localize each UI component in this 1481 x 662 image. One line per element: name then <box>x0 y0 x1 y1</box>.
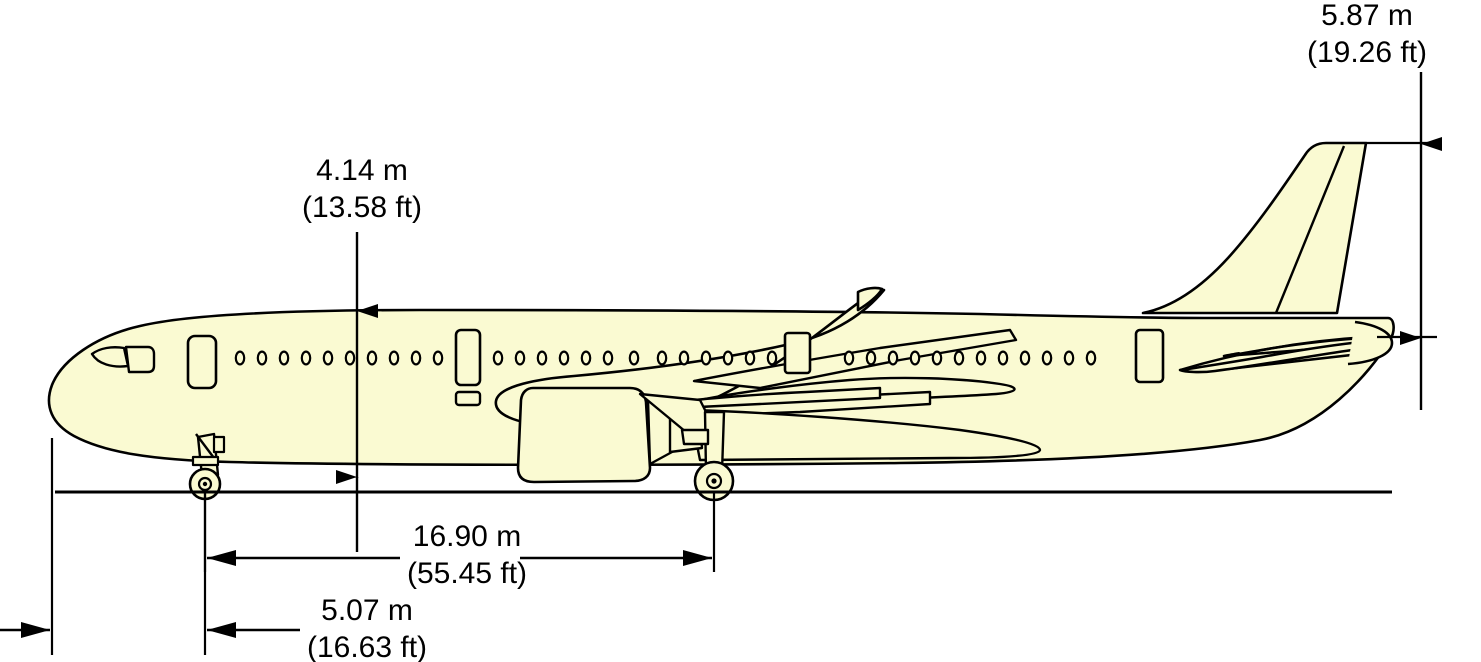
nose-gear-axle <box>202 481 208 487</box>
nose-gear-door <box>212 435 226 454</box>
cockpit-window-right <box>124 345 156 374</box>
forward-door <box>186 334 218 390</box>
passenger-windows <box>234 350 1097 366</box>
dimension-value-imperial: (16.63 ft) <box>306 631 428 662</box>
tail-cone <box>1347 320 1394 366</box>
mid-door <box>454 328 482 387</box>
overwing-exit <box>783 331 812 375</box>
dimension-nose-to-gear <box>0 438 300 655</box>
dimension-label-nose-to-gear: 5.07 m (16.63 ft) <box>272 592 462 662</box>
mid-door-lower-hatch <box>454 390 482 407</box>
vertical-stabilizer <box>1141 141 1368 315</box>
dimension-value-imperial: (55.45 ft) <box>406 557 528 590</box>
dimension-label-overall-height: 5.87 m (19.26 ft) <box>1262 0 1472 71</box>
dimension-label-wheelbase: 16.90 m (55.45 ft) <box>372 518 562 592</box>
dimension-value-metric: 5.07 m <box>321 594 413 627</box>
dimension-value-metric: 16.90 m <box>412 520 522 553</box>
dimension-value-metric: 4.14 m <box>316 154 408 187</box>
main-gear-brace <box>680 428 710 446</box>
nose-gear-torque-link <box>191 455 220 467</box>
main-gear-axle <box>711 478 717 484</box>
nose-gear-drag-link <box>195 433 215 459</box>
engine-nacelle <box>516 386 652 484</box>
dimension-overall-height <box>1366 72 1442 410</box>
wing-root-fairing <box>692 328 1018 390</box>
winglet <box>856 286 884 312</box>
dimension-value-metric: 5.87 m <box>1321 0 1413 32</box>
horizontal-stabilizer-upper-edge <box>1179 335 1369 372</box>
dimension-value-imperial: (19.26 ft) <box>1306 36 1428 69</box>
aft-door <box>1134 328 1165 384</box>
rudder-hinge-line <box>1274 145 1346 314</box>
belly-fairing <box>688 408 1042 462</box>
dimension-label-fuselage-height: 4.14 m (13.58 ft) <box>258 152 466 226</box>
aircraft-silhouette <box>47 141 1395 502</box>
dimension-value-imperial: (13.58 ft) <box>301 191 423 224</box>
